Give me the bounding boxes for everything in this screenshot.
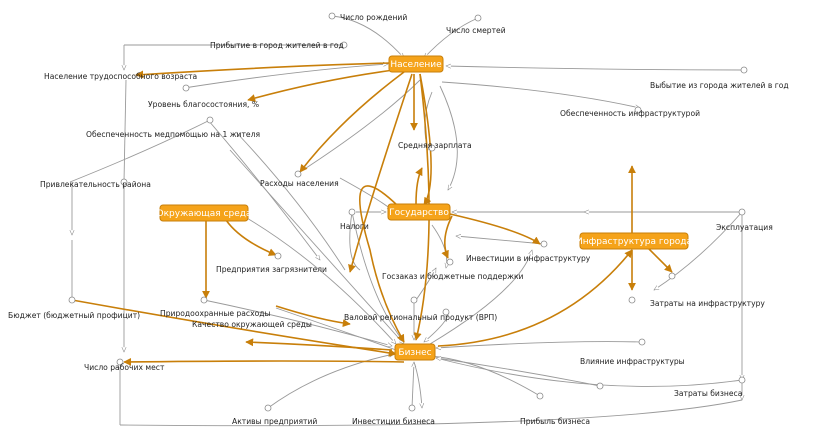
label-healthcare: Обеспеченность медпомощью на 1 жителя: [86, 130, 260, 139]
label-departures-yearly: Выбытие из города жителей в год: [650, 81, 789, 90]
label-gov-orders: Госзаказ и бюджетные поддержки: [382, 272, 524, 281]
node-business[interactable]: Бизнес: [394, 343, 436, 361]
label-living-standard: Уровень благосостояния, %: [148, 100, 259, 109]
label-maintenance: Эксплуатация: [716, 223, 773, 232]
label-environment-quality: Качество окружающей среды: [192, 320, 312, 329]
label-profit: Прибыль бизнеса: [520, 417, 590, 426]
node-infrastructure-label: Инфраструктура города: [576, 237, 692, 247]
node-state-label: Государство: [389, 208, 449, 218]
node-population[interactable]: Население: [388, 55, 444, 73]
label-births: Число рождений: [340, 13, 407, 22]
variable-labels: Число рождений Число смертей Прибытие в …: [8, 13, 789, 426]
label-attractiveness: Привлекательность района: [40, 180, 151, 189]
node-infrastructure[interactable]: Инфраструктура города: [576, 232, 692, 250]
label-budget: Бюджет (бюджетный профицит): [8, 311, 140, 320]
label-assets: Активы предприятий: [232, 417, 317, 426]
label-investments-infra: Инвестиции в инфраструктуру: [466, 254, 591, 263]
label-business-investments: Инвестиции бизнеса: [352, 417, 435, 426]
label-working-age: Население трудоспособного возраста: [44, 72, 197, 81]
label-pollution: Предприятия загрязнители: [216, 265, 327, 274]
label-infra-costs: Затраты на инфраструктуру: [650, 299, 765, 308]
label-business-costs: Затраты бизнеса: [674, 389, 742, 398]
node-environment[interactable]: Окружающая среда: [157, 204, 252, 222]
label-infra-effect: Влияние инфраструктуры: [580, 357, 685, 366]
label-taxes: Налоги: [340, 222, 369, 231]
node-population-label: Население: [390, 60, 442, 70]
label-newcomers-yearly: Прибытие в город жителей в год: [210, 41, 344, 50]
label-average-wage: Средняя зарплата: [398, 141, 472, 150]
label-environmental-expenses: Природоохранные расходы: [160, 309, 271, 318]
label-population-expenses: Расходы населения: [260, 179, 339, 188]
strong-links: [71, 62, 673, 366]
node-state[interactable]: Государство: [387, 203, 451, 221]
node-business-label: Бизнес: [398, 348, 431, 358]
node-environment-label: Окружающая среда: [157, 209, 252, 219]
variable-points: [68, 12, 748, 412]
label-gross-product: Валовой региональный продукт (ВРП): [344, 313, 497, 322]
label-deaths: Число смертей: [446, 26, 506, 35]
label-infrastructure-supply: Обеспеченность инфраструктурой: [560, 109, 700, 118]
label-jobs: Число рабочих мест: [84, 363, 165, 372]
